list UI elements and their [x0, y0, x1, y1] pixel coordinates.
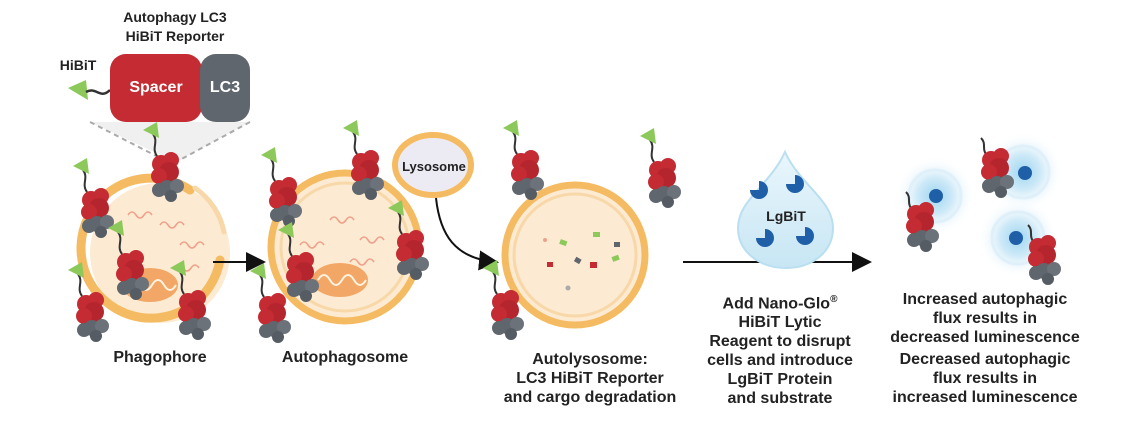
lc3-label: LC3: [209, 79, 241, 96]
result-decreased-flux: Decreased autophagic flux results in inc…: [892, 351, 1078, 406]
spacer-label: Spacer: [129, 79, 183, 96]
lc3-box: LC3: [200, 54, 250, 122]
reagent-instructions: Add Nano-Glo® HiBiT Lytic Reagent to dis…: [707, 294, 853, 408]
reporter-title: Autophagy LC3 HiBiT Reporter: [123, 9, 227, 44]
mitochondrion-icon-2: [312, 263, 368, 297]
stage-label-phagophore: Phagophore: [113, 349, 207, 366]
spacer-box: Spacer: [110, 54, 202, 122]
stage-label-autolysosome: Autolysosome: LC3 HiBiT Reporter and car…: [503, 351, 677, 406]
hibit-label: HiBiT: [59, 57, 97, 73]
result-increased-flux: Increased autophagic flux results in dec…: [890, 291, 1080, 346]
lysosome-label: Lysosome: [402, 159, 466, 174]
linker-line: [85, 89, 111, 95]
zoom-cone: [90, 122, 250, 162]
hibit-tag-icon: [68, 80, 88, 100]
lysosome: [392, 132, 474, 198]
registered-mark: ®: [830, 294, 838, 305]
zoom-line-left: [89, 121, 169, 163]
lgbit-label: LgBiT: [766, 208, 806, 224]
lysosome-fusion-arrow: [435, 197, 499, 271]
lgbit-protein-icon: [750, 181, 768, 199]
stage-label-autophagosome: Autophagosome: [281, 349, 409, 366]
autolysosome-cell: [501, 181, 649, 329]
